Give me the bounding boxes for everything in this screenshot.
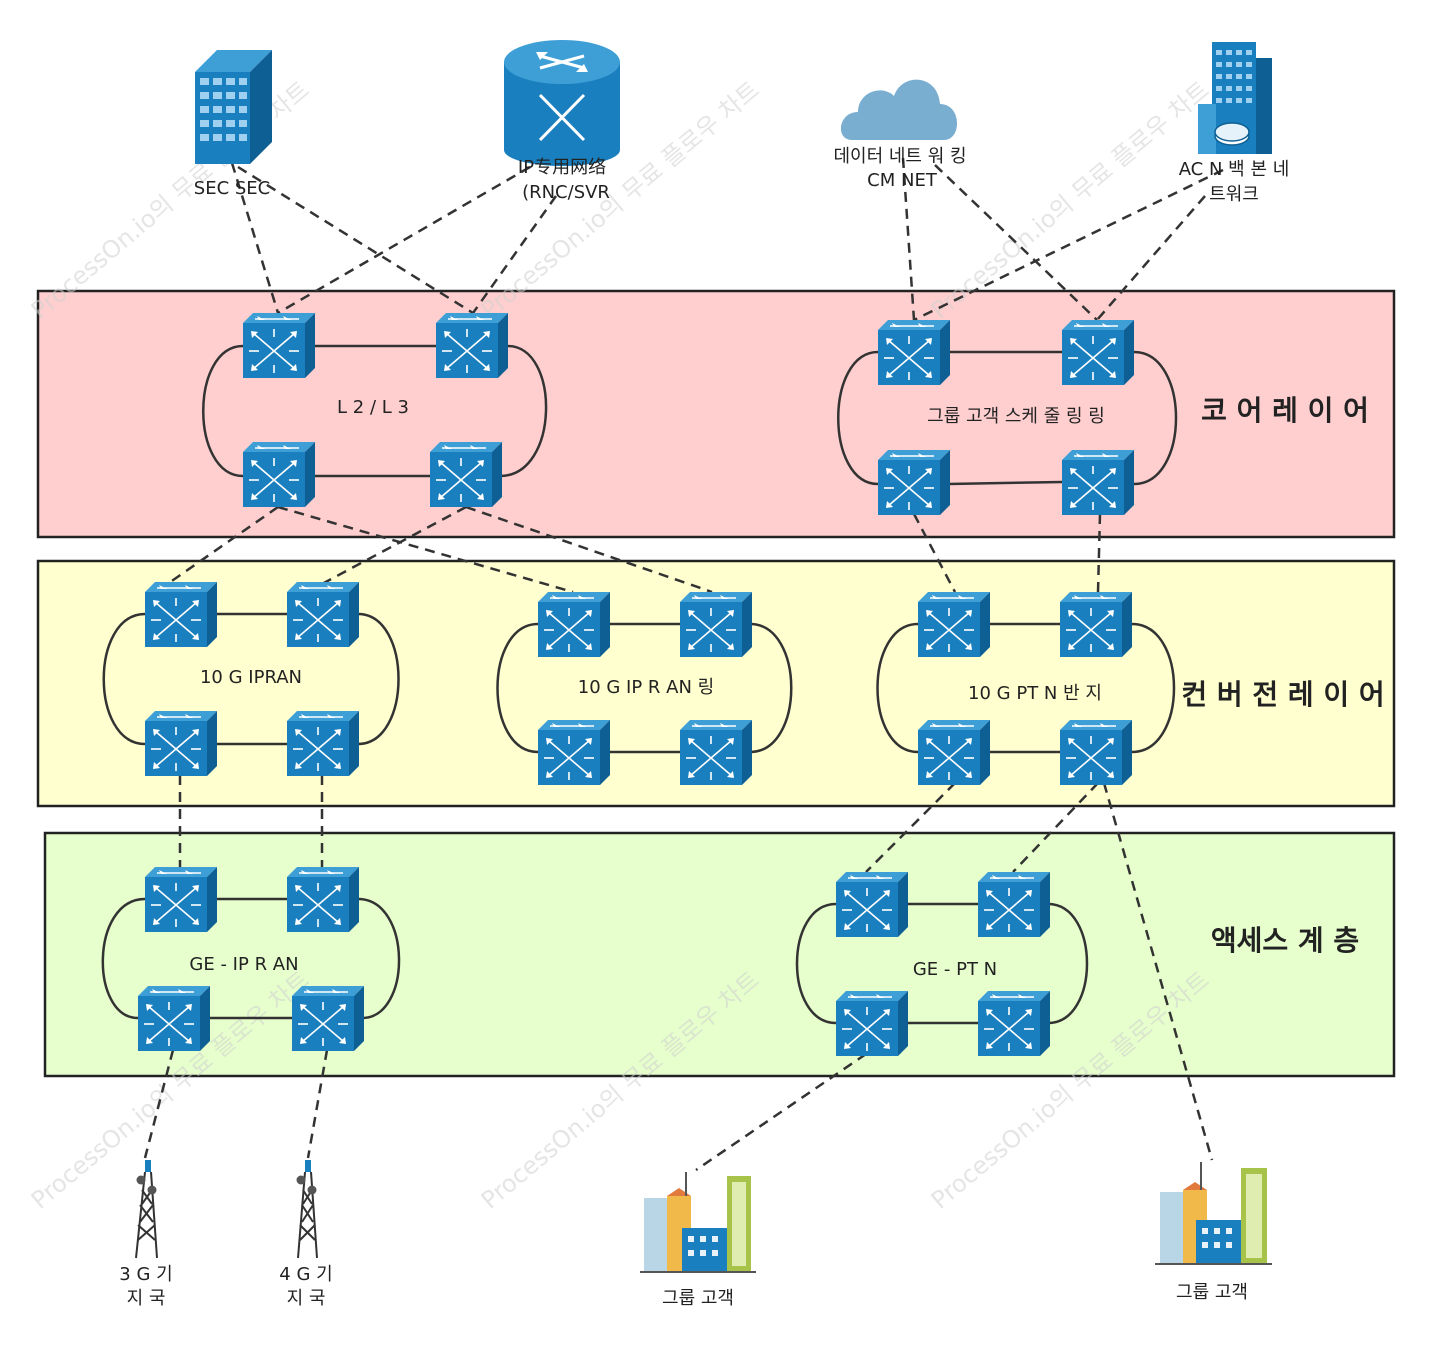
ip-network-label-1: IP专用网络: [518, 157, 606, 178]
switch-icon[interactable]: [286, 710, 360, 777]
switch-icon[interactable]: [977, 990, 1051, 1057]
switch-icon[interactable]: [835, 990, 909, 1057]
switch-icon[interactable]: [291, 985, 365, 1052]
tower-icon[interactable]: [296, 1160, 318, 1259]
switch-icon[interactable]: [1059, 591, 1133, 658]
switch-icon[interactable]: [917, 719, 991, 786]
dashed-links: [143, 157, 1224, 1172]
switch-icon[interactable]: [877, 319, 951, 386]
switch-icon[interactable]: [429, 441, 503, 508]
switch-icon[interactable]: [917, 591, 991, 658]
city-buildings-icon[interactable]: [640, 1172, 756, 1273]
watermark-text: ProcessOn.io의 무료 플로우 차트: [926, 76, 1215, 325]
sec-label: SEC SEC: [194, 178, 270, 199]
switch-icon[interactable]: [286, 581, 360, 648]
core-layer-band: [36, 289, 1396, 539]
acn-label-2: 트워크: [1209, 184, 1259, 205]
group-customer-label-2: 그룹 고객: [1176, 1282, 1248, 1303]
switch-icon[interactable]: [537, 719, 611, 786]
tower-icon[interactable]: [135, 1160, 158, 1259]
ring-label-ge-ipran: GE - IP R AN: [189, 954, 298, 975]
bts-3g-label-2: 지 국: [127, 1288, 166, 1309]
switch-icon[interactable]: [679, 719, 753, 786]
router-icon[interactable]: [504, 40, 620, 166]
switch-icon[interactable]: [835, 871, 909, 938]
switch-icon[interactable]: [877, 449, 951, 516]
switch-icon[interactable]: [1061, 319, 1135, 386]
city-buildings-icon[interactable]: [1155, 1162, 1272, 1265]
ring-label-10g-ipran: 10 G IPRAN: [200, 667, 302, 688]
cloud-icon[interactable]: [840, 79, 958, 140]
cloud-label-2: CM NET: [867, 170, 938, 191]
ring-links: [101, 344, 1178, 1025]
core-layer-label: 코 어 레 이 어: [1201, 394, 1369, 427]
cloud-label-1: 데이터 네트 워 킹: [833, 146, 966, 167]
switch-icon[interactable]: [435, 312, 509, 379]
ring-label-10g-ptn: 10 G PT N 반 지: [968, 683, 1102, 704]
access-layer-band: [43, 831, 1396, 1078]
switch-icon[interactable]: [137, 985, 211, 1052]
ring-label-core-group: 그룹 고객 스케 줄 링 링: [927, 406, 1105, 427]
office-building-icon[interactable]: [1198, 42, 1272, 154]
switch-icon[interactable]: [537, 591, 611, 658]
switch-icon[interactable]: [144, 710, 218, 777]
convergence-layer-label: 컨 버 전 레 이 어: [1181, 678, 1384, 711]
bts-3g-label-1: 3 G 기: [119, 1264, 172, 1285]
server-building-icon[interactable]: [195, 50, 272, 164]
ring-label-ge-ptn: GE - PT N: [913, 959, 997, 980]
access-layer-label: 액세스 계 층: [1211, 924, 1359, 957]
bts-4g-label-1: 4 G 기: [279, 1264, 332, 1285]
acn-label-1: AC N 백 본 네: [1179, 159, 1290, 180]
ip-network-label-2: (RNC/SVR: [522, 182, 610, 203]
switch-icon[interactable]: [242, 441, 316, 508]
switch-icon[interactable]: [242, 312, 316, 379]
switch-icon[interactable]: [977, 871, 1051, 938]
switch-icon[interactable]: [679, 591, 753, 658]
switch-icon[interactable]: [144, 866, 218, 933]
switch-icon[interactable]: [1059, 719, 1133, 786]
ring-label-10g-ipran-ring: 10 G IP R AN 링: [578, 677, 714, 698]
bts-4g-label-2: 지 국: [287, 1288, 326, 1309]
switch-icon[interactable]: [1061, 449, 1135, 516]
ring-label-l2l3: L 2 / L 3: [337, 397, 409, 418]
switch-icon[interactable]: [286, 866, 360, 933]
switch-icon[interactable]: [144, 581, 218, 648]
group-customer-label-1: 그룹 고객: [662, 1288, 734, 1309]
